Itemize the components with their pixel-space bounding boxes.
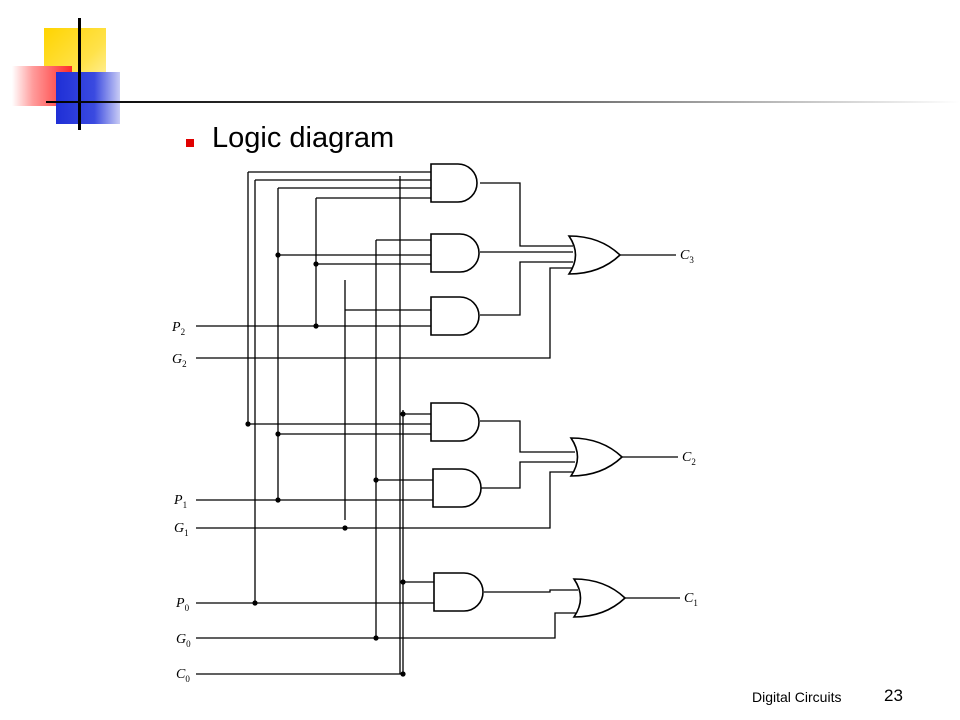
and-input-wires [248,171,434,604]
bullet-icon [186,139,194,147]
output-labels: C3 C2 C1 [680,248,698,608]
output-label-c2: C2 [682,450,696,467]
footer-text: Digital Circuits [752,689,842,705]
or-gate [569,437,624,477]
decor-horizontal-line [46,101,960,103]
primary-input-wires [196,267,578,675]
and-gates [430,163,484,612]
output-wires [620,254,680,599]
output-label-c1: C1 [684,591,698,608]
input-label-g0: G0 [176,632,191,649]
bus-wires [247,172,404,674]
slide-title: Logic diagram [212,122,395,154]
and-gate [432,468,482,508]
and-output-wires [480,182,578,593]
input-label-p2: P2 [171,320,185,337]
decor-blue-square [56,72,120,124]
and-gate [433,572,484,612]
junction-dots [245,252,406,677]
or-gate [567,235,622,275]
and-gate [430,163,478,203]
input-label-c0: C0 [176,667,190,684]
or-gates [567,235,627,618]
and-gate [430,233,480,273]
or-gate [572,578,627,618]
and-gate [430,296,480,336]
output-label-c3: C3 [680,248,694,265]
input-label-p1: P1 [173,493,187,510]
input-labels: P2 G2 P1 G1 P0 G0 C0 [171,320,191,684]
decor-vertical-line [78,18,81,130]
page-number: 23 [884,686,903,705]
input-label-g2: G2 [172,352,187,369]
and-gate [430,402,480,442]
input-label-p0: P0 [175,596,190,613]
input-label-g1: G1 [174,521,189,538]
